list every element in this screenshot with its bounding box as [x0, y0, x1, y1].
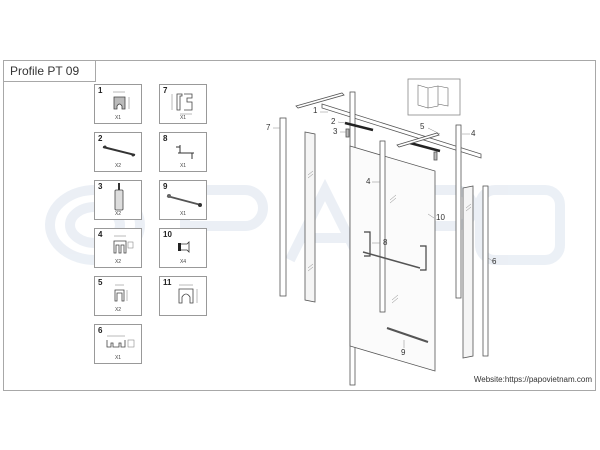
part-3: 3 X2	[94, 180, 142, 220]
part-number: 9	[163, 182, 168, 191]
callout-2: 2	[331, 117, 336, 126]
part-number: 5	[98, 278, 103, 287]
part-quantity: X1	[179, 163, 187, 169]
part-10: 10 X4	[159, 228, 207, 268]
part-2: 2 X2	[94, 132, 142, 172]
part-9: 9 X1	[159, 180, 207, 220]
part-number: 6	[98, 326, 103, 335]
callout-4-middle: 4	[366, 177, 371, 186]
callout-8: 8	[383, 238, 388, 247]
towel-bar-icon	[166, 194, 202, 207]
callout-9: 9	[401, 348, 406, 357]
part-number: 1	[98, 86, 103, 95]
part-quantity: X1	[114, 355, 122, 361]
callout-5: 5	[420, 122, 425, 131]
callout-7: 7	[266, 123, 271, 132]
part-quantity: X2	[114, 259, 122, 265]
part-quantity: X1	[179, 115, 187, 121]
callout-4-right: 4	[471, 129, 476, 138]
profile-double-u-icon	[113, 235, 134, 254]
part-quantity: X2	[114, 163, 122, 169]
part-quantity: X1	[114, 115, 122, 121]
roller-track-icon	[102, 145, 136, 157]
bottom-guide-icon	[178, 241, 190, 253]
part-number: 10	[163, 230, 172, 239]
profile-u-channel-icon	[113, 91, 130, 110]
callout-10: 10	[436, 213, 445, 222]
handle-icon	[176, 145, 194, 159]
part-7: 7 X1	[159, 84, 207, 124]
profile-wide-channel-icon	[106, 335, 135, 348]
part-number: 7	[163, 86, 168, 95]
profile-top-rail-icon	[178, 284, 198, 304]
part-number: 4	[98, 230, 103, 239]
part-8: 8 X1	[159, 132, 207, 172]
part-number: 3	[98, 182, 103, 191]
part-quantity: X1	[179, 211, 187, 217]
title-box: Profile PT 09	[3, 60, 96, 82]
part-quantity: X2	[114, 307, 122, 313]
roller-stopper-icon	[114, 183, 124, 211]
callout-6: 6	[492, 257, 497, 266]
part-5: 5 X2	[94, 276, 142, 316]
part-number: 2	[98, 134, 103, 143]
profile-wall-channel-icon	[171, 93, 193, 115]
part-quantity: X2	[114, 211, 122, 217]
part-1: 1 X1	[94, 84, 142, 124]
part-number: 8	[163, 134, 168, 143]
part-11: 11	[159, 276, 207, 316]
part-4: 4 X2	[94, 228, 142, 268]
profile-small-u-icon	[114, 284, 128, 302]
part-6: 6 X1	[94, 324, 142, 364]
callout-1: 1	[313, 106, 318, 115]
page-title: Profile PT 09	[10, 64, 80, 78]
part-number: 11	[163, 278, 172, 287]
callout-3: 3	[333, 127, 338, 136]
website-link[interactable]: Website:https://papovietnam.com	[473, 375, 592, 384]
part-quantity: X4	[179, 259, 187, 265]
